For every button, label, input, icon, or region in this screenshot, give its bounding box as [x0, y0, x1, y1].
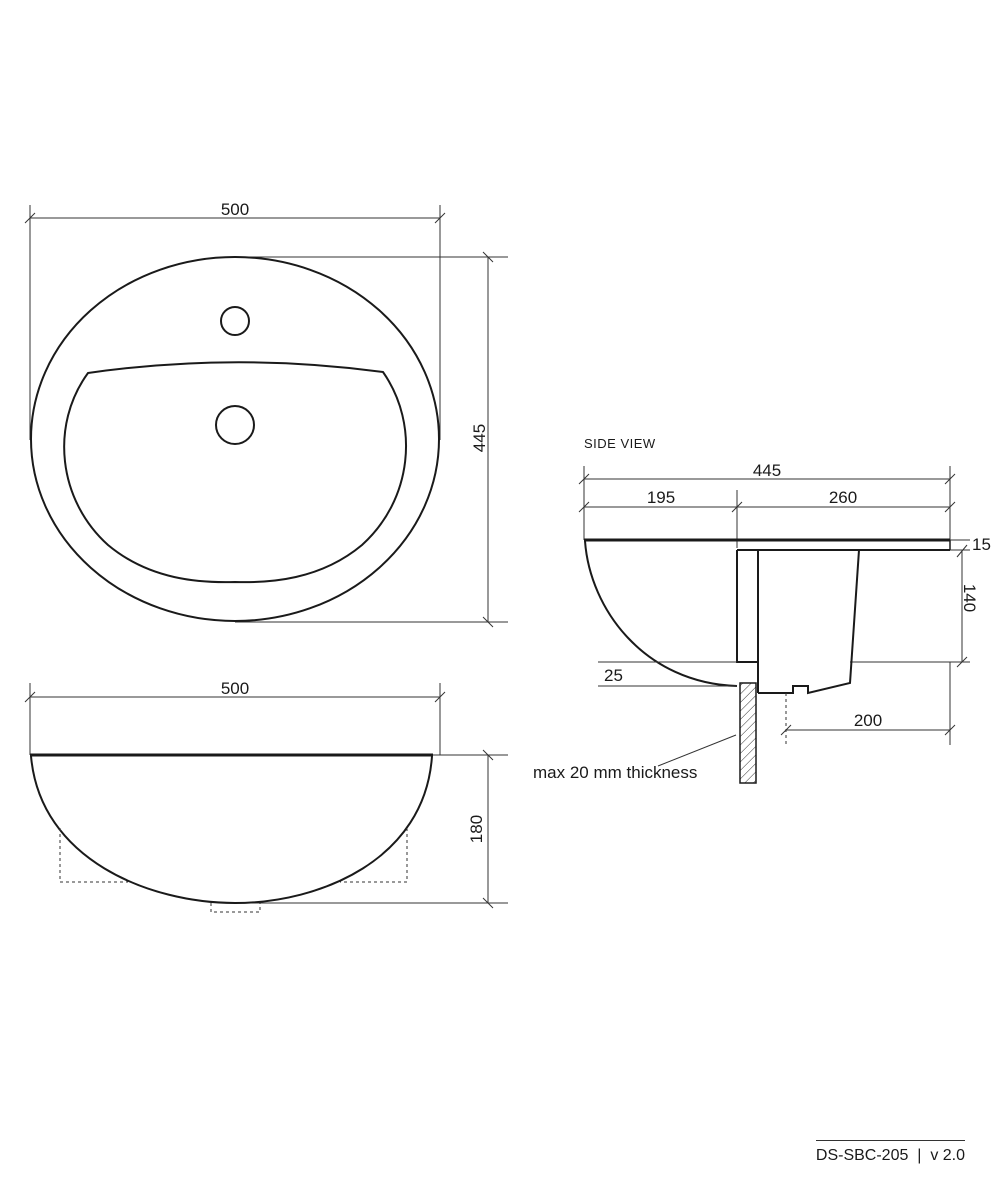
side-front-label: 195: [647, 488, 675, 507]
front-height-label: 180: [467, 815, 486, 843]
bench-section: [739, 682, 757, 784]
front-view: 500 180: [24, 679, 508, 913]
side-offset-label: 25: [604, 666, 623, 685]
front-hidden-right: [340, 828, 408, 883]
front-bowl-outline: [30, 755, 433, 905]
doc-version: v 2.0: [930, 1147, 965, 1164]
side-bowl-rear: [758, 549, 860, 695]
basin-outer-rim: [30, 256, 440, 622]
basin-inner-bowl: [63, 361, 407, 584]
side-view-title: SIDE VIEW: [584, 436, 656, 451]
side-waste-label: 200: [854, 711, 882, 730]
side-counter-panel: [736, 550, 759, 663]
side-overall-label: 445: [753, 461, 781, 480]
drain-hole: [215, 405, 255, 445]
tap-hole: [220, 306, 250, 336]
bench-leader: [657, 734, 737, 767]
doc-code: DS-SBC-205: [815, 1147, 909, 1164]
side-view: SIDE VIEW 445 195 260 15: [533, 436, 991, 784]
top-depth-label: 445: [470, 424, 489, 452]
front-width-dimension: 500: [24, 679, 446, 755]
side-split-dimension: 195 260: [578, 488, 956, 548]
side-rim-dimension: 15: [950, 535, 991, 554]
side-overall-dimension: 445: [578, 461, 956, 540]
side-depth-label: 140: [960, 584, 979, 612]
footer-separator: |: [917, 1147, 922, 1164]
side-offset-dimension: 25: [598, 661, 737, 687]
side-waste-dimension: 200: [780, 662, 956, 745]
side-bowl-curve: [584, 540, 738, 687]
top-depth-dimension: 445: [235, 251, 508, 628]
front-width-label: 500: [221, 679, 249, 698]
side-rear-label: 260: [829, 488, 857, 507]
front-height-dimension: 180: [235, 749, 508, 909]
side-depth-dimension: 140: [850, 544, 979, 668]
top-width-label: 500: [221, 200, 249, 219]
side-rim-label: 15: [972, 535, 991, 554]
top-view: 500 445: [24, 200, 508, 628]
document-footer: DS-SBC-205 | v 2.0: [815, 1140, 965, 1165]
bench-note: max 20 mm thickness: [533, 763, 697, 782]
front-hidden-drain: [210, 903, 261, 913]
top-width-dimension: 500: [24, 200, 446, 440]
front-hidden-left: [59, 828, 128, 883]
